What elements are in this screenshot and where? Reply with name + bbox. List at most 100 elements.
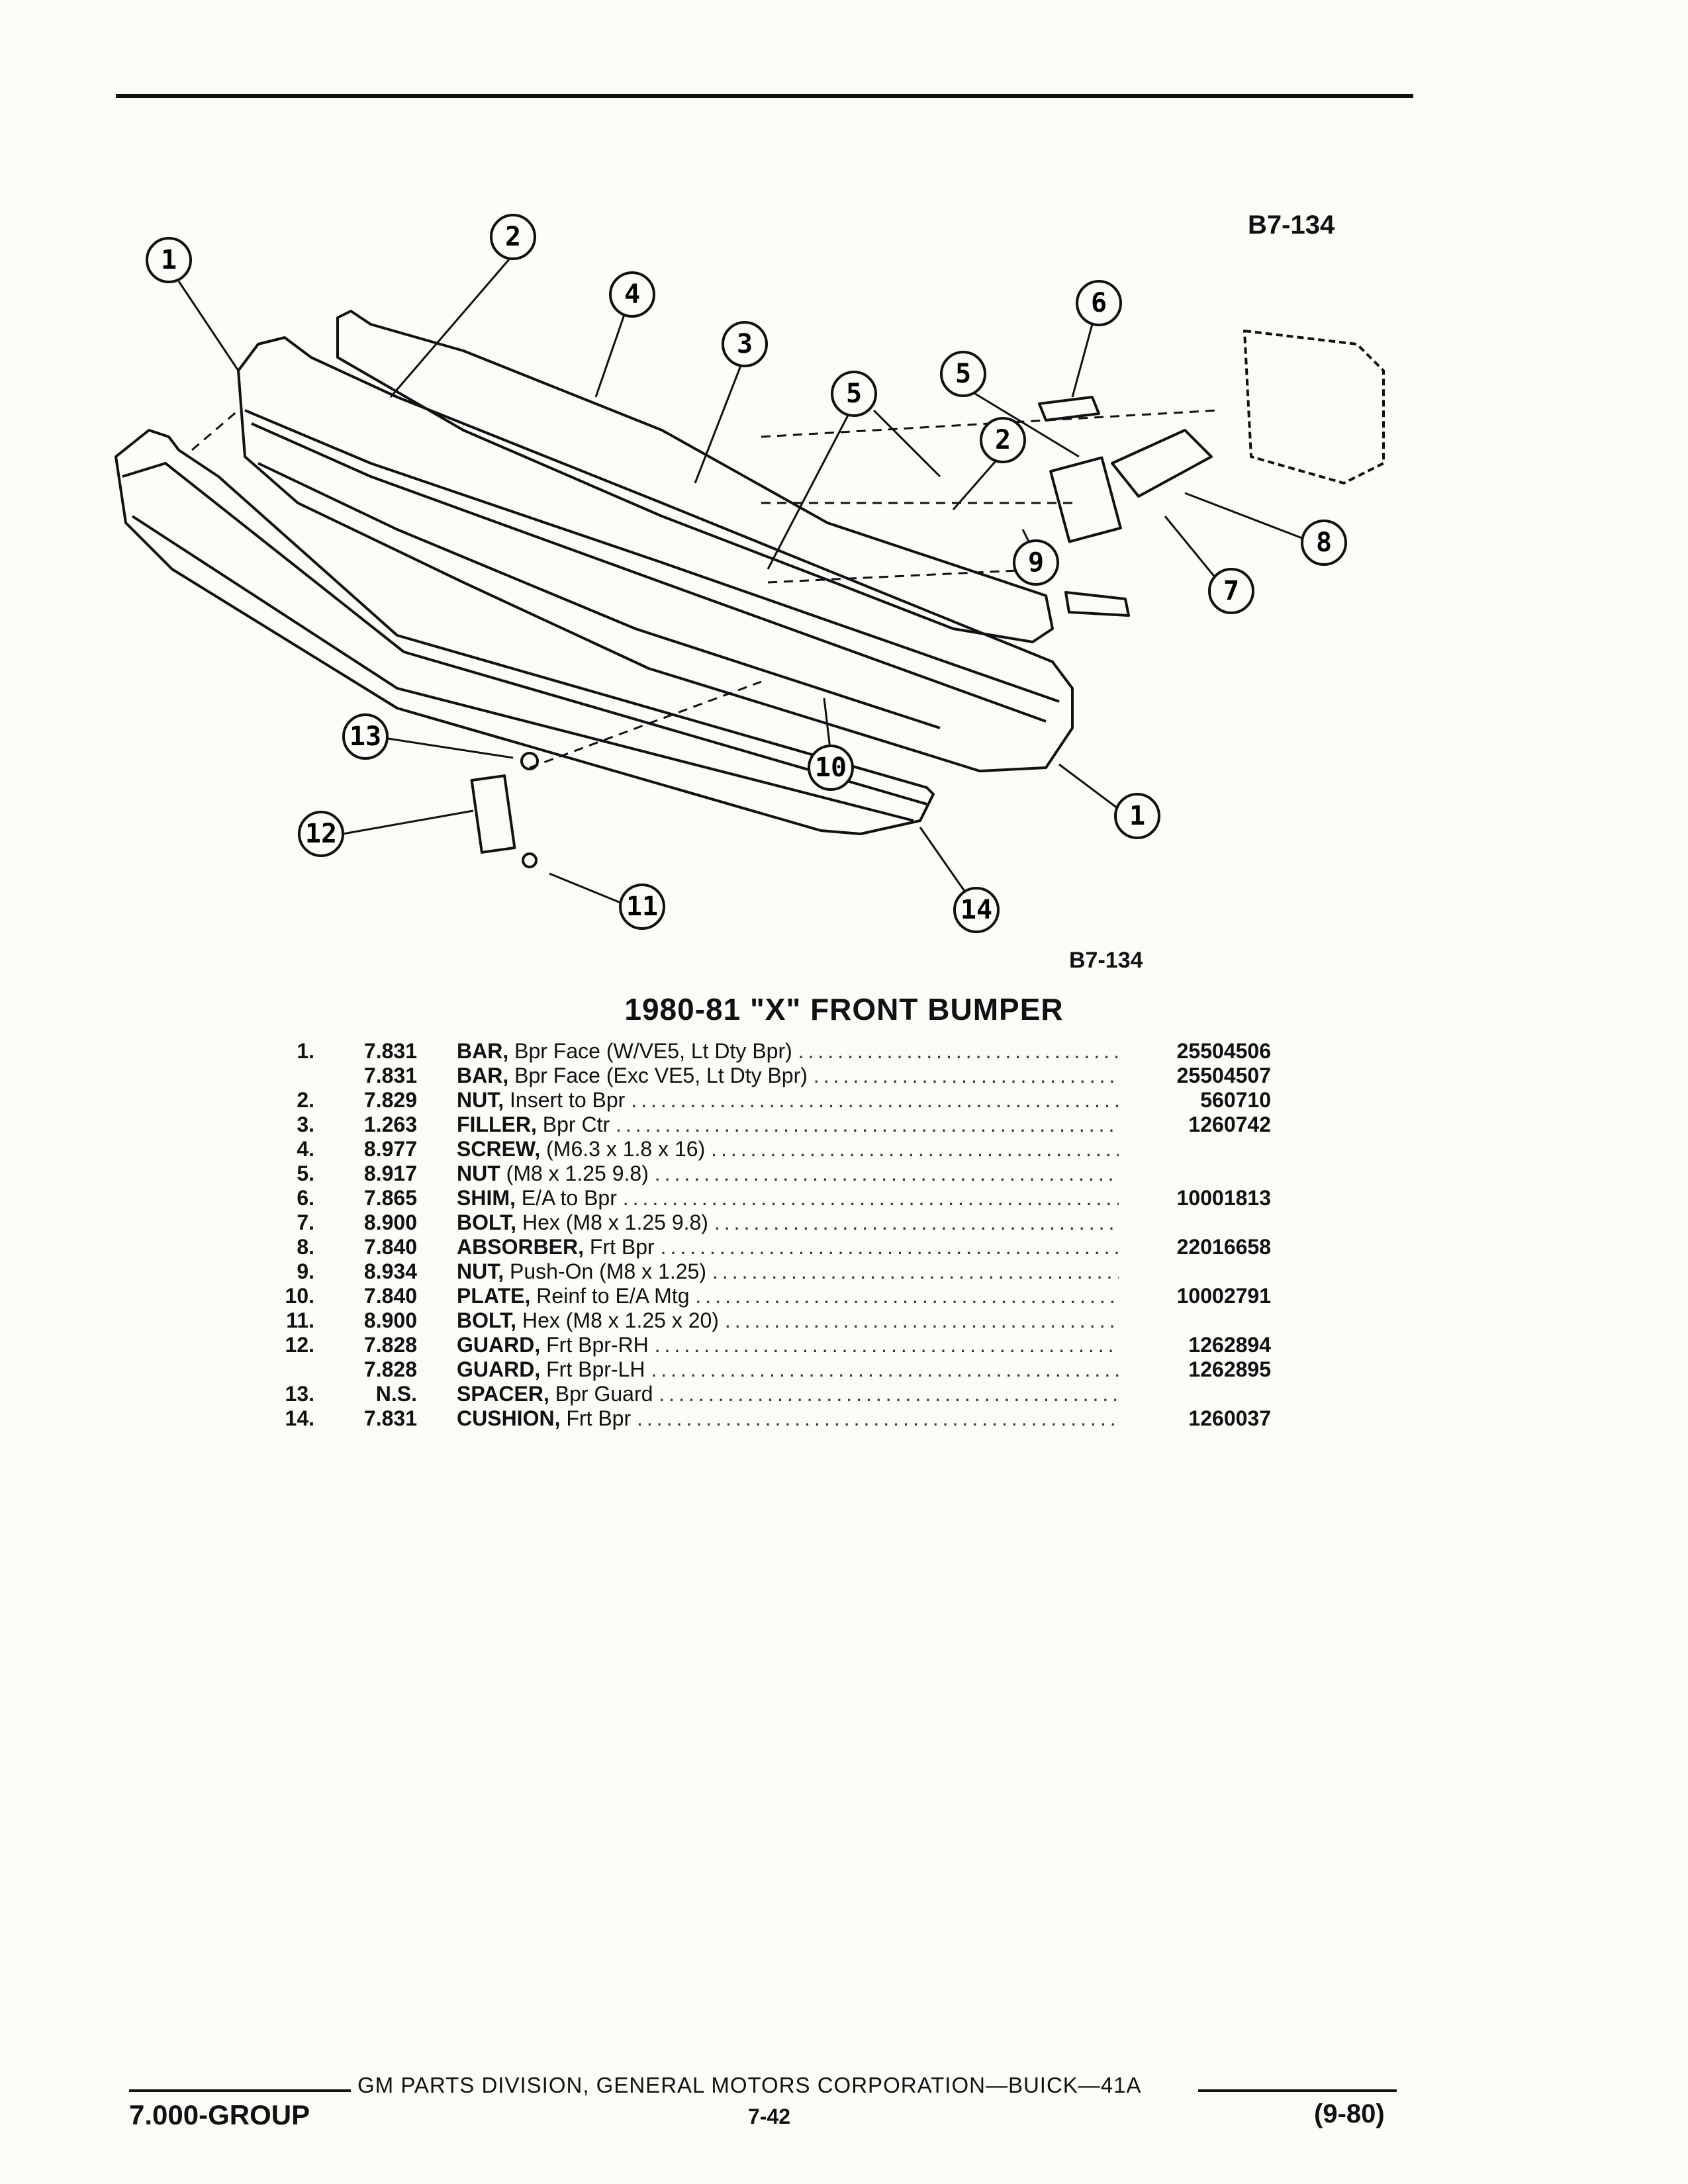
item-number: 9. bbox=[297, 1259, 314, 1283]
part-description: FILLER, Bpr Ctr ........................… bbox=[457, 1113, 1119, 1137]
part-detail: Hex (M8 x 1.25 x 20) bbox=[522, 1308, 719, 1332]
callout-4: 4 bbox=[609, 271, 655, 318]
part-number: 1260742 bbox=[1188, 1113, 1271, 1136]
part-number: 560710 bbox=[1200, 1088, 1271, 1112]
leader-dots: ........................................… bbox=[813, 1064, 1119, 1087]
part-name: NUT bbox=[457, 1161, 500, 1185]
callout-5a: 5 bbox=[831, 371, 877, 417]
part-number: 10002791 bbox=[1176, 1284, 1271, 1308]
callout-2: 2 bbox=[490, 214, 536, 260]
part-detail: Hex (M8 x 1.25 9.8) bbox=[522, 1210, 708, 1234]
footer-date: (9-80) bbox=[1314, 2099, 1385, 2128]
group-number: 8.977 bbox=[363, 1137, 417, 1161]
part-name: SCREW, bbox=[457, 1137, 541, 1161]
callout-11-label: 11 bbox=[626, 891, 658, 922]
part-name: BAR, bbox=[457, 1064, 509, 1087]
parts-row: 1. 7.831 BAR, Bpr Face (W/VE5, Lt Dty Bpr)… bbox=[252, 1039, 1278, 1064]
figure-code-top: B7-134 bbox=[1248, 210, 1335, 240]
item-number: 13. bbox=[285, 1382, 314, 1406]
part-description: SPACER, Bpr Guard ......................… bbox=[457, 1382, 1119, 1406]
part-name: NUT, bbox=[457, 1259, 504, 1283]
part-number: 22016658 bbox=[1176, 1235, 1271, 1259]
part-name: BOLT, bbox=[457, 1308, 517, 1332]
group-number: 7.828 bbox=[363, 1333, 417, 1357]
part-description: NUT (M8 x 1.25 9.8) ....................… bbox=[457, 1161, 1119, 1186]
callout-7-label: 7 bbox=[1223, 576, 1239, 606]
part-number: 1262895 bbox=[1188, 1357, 1271, 1381]
item-number: 5. bbox=[297, 1161, 314, 1185]
part-detail: (M8 x 1.25 9.8) bbox=[506, 1161, 649, 1185]
item-number: 14. bbox=[285, 1406, 314, 1430]
leader-dots: ........................................… bbox=[654, 1161, 1119, 1185]
absorber-tube bbox=[1111, 429, 1213, 498]
part-name: ABSORBER, bbox=[457, 1235, 585, 1259]
item-number: 11. bbox=[286, 1308, 314, 1332]
figure-code-bottom: B7-134 bbox=[1069, 948, 1143, 973]
item-number: 10. bbox=[285, 1284, 314, 1308]
top-rule bbox=[116, 94, 1413, 98]
part-detail: (M6.3 x 1.8 x 16) bbox=[546, 1137, 706, 1161]
part-description: NUT, Insert to Bpr .....................… bbox=[457, 1088, 1119, 1113]
callout-14-label: 14 bbox=[961, 895, 992, 925]
leader-dots: ........................................… bbox=[714, 1210, 1119, 1234]
bumper-guard bbox=[470, 774, 516, 854]
leader-dots: ........................................… bbox=[724, 1308, 1119, 1332]
group-number: 7.831 bbox=[363, 1064, 417, 1087]
leader-dots: ........................................… bbox=[695, 1284, 1119, 1308]
leader-dots: ........................................… bbox=[711, 1137, 1119, 1161]
footer-group: 7.000-GROUP bbox=[129, 2099, 310, 2130]
parts-row: 13. N.S. SPACER, Bpr Guard ...............… bbox=[252, 1382, 1278, 1406]
item-number: 1. bbox=[297, 1039, 314, 1063]
group-number: 7.840 bbox=[363, 1235, 417, 1259]
callout-9-label: 9 bbox=[1028, 547, 1044, 578]
callout-3: 3 bbox=[722, 321, 768, 367]
leader-dots: ........................................… bbox=[798, 1039, 1119, 1063]
group-number: 7.829 bbox=[363, 1088, 417, 1112]
part-name: GUARD, bbox=[457, 1357, 541, 1381]
part-detail: Bpr Face (Exc VE5, Lt Dty Bpr) bbox=[514, 1064, 808, 1087]
part-name: SHIM, bbox=[457, 1186, 516, 1210]
leader-dots: ........................................… bbox=[616, 1113, 1119, 1136]
footer-rule-right bbox=[1198, 2089, 1397, 2092]
part-number: 1260037 bbox=[1188, 1406, 1271, 1430]
shim-upper bbox=[1038, 396, 1100, 422]
group-number: 8.934 bbox=[363, 1259, 417, 1283]
leader-dots: ........................................… bbox=[659, 1382, 1119, 1406]
bumper-face-bar bbox=[237, 336, 1074, 772]
part-description: NUT, Push-On (M8 x 1.25) ...............… bbox=[457, 1259, 1119, 1284]
part-description: GUARD, Frt Bpr-LH ......................… bbox=[457, 1357, 1119, 1382]
parts-row: 7.831 BAR, Bpr Face (Exc VE5, Lt Dty Bpr)… bbox=[252, 1064, 1278, 1088]
leader-dots: ........................................… bbox=[660, 1235, 1119, 1259]
part-description: CUSHION, Frt Bpr .......................… bbox=[457, 1406, 1119, 1431]
callout-6-label: 6 bbox=[1091, 288, 1107, 318]
group-number: 8.917 bbox=[363, 1161, 417, 1185]
callout-6: 6 bbox=[1076, 280, 1122, 326]
group-number: 7.828 bbox=[363, 1357, 417, 1381]
part-detail: E/A to Bpr bbox=[521, 1186, 617, 1210]
callout-5a-label: 5 bbox=[846, 379, 862, 409]
callout-2-label: 2 bbox=[505, 222, 521, 252]
shim-lower bbox=[1064, 591, 1130, 617]
part-description: BOLT, Hex (M8 x 1.25 x 20) .............… bbox=[457, 1308, 1119, 1333]
group-number: N.S. bbox=[375, 1382, 417, 1406]
callout-1b: 1 bbox=[1114, 793, 1160, 839]
callout-13: 13 bbox=[342, 713, 389, 760]
part-description: GUARD, Frt Bpr-RH ......................… bbox=[457, 1333, 1119, 1357]
group-number: 8.900 bbox=[363, 1210, 417, 1234]
callout-11: 11 bbox=[619, 884, 665, 930]
filler-part bbox=[336, 310, 1054, 643]
callout-12-label: 12 bbox=[305, 819, 337, 849]
part-name: FILLER, bbox=[457, 1113, 537, 1136]
part-name: PLATE, bbox=[457, 1284, 531, 1308]
part-description: BAR, Bpr Face (W/VE5, Lt Dty Bpr) ......… bbox=[457, 1039, 1119, 1064]
item-number: 8. bbox=[297, 1235, 314, 1259]
part-number: 10001813 bbox=[1176, 1186, 1271, 1210]
group-number: 7.831 bbox=[363, 1039, 417, 1063]
bumper-exploded-diagram: 1 2 4 3 5 5 2 6 8 9 7 10 13 12 11 14 1 bbox=[115, 214, 1385, 933]
